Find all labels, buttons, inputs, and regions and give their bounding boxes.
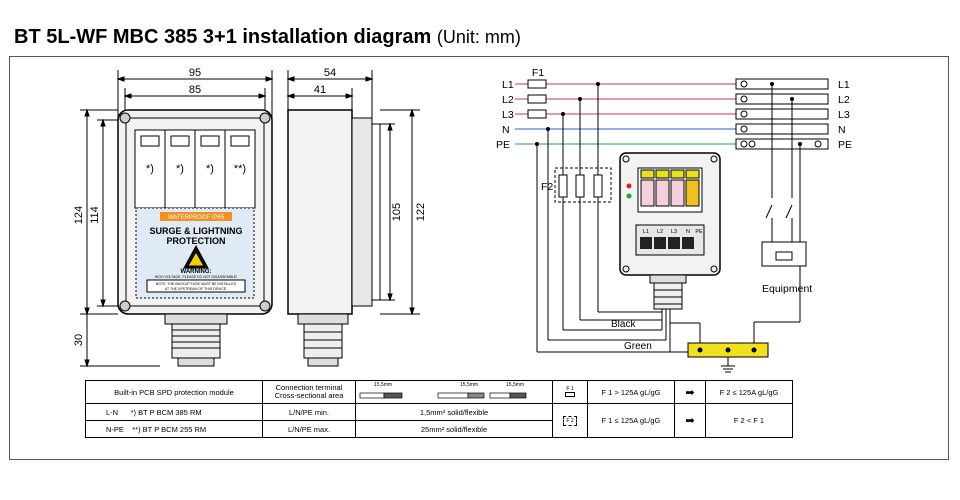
rule1-right: F 2 ≤ 125A gL/gG (705, 380, 793, 404)
warning-label: WARNING: (181, 269, 212, 275)
wiring-diagram (515, 78, 829, 373)
strip-length-2: 15,5mm (460, 382, 479, 388)
strip-length-3: 15,5mm (506, 382, 525, 388)
bus-label-right-l1: L1 (838, 79, 850, 91)
terminal-n: N (686, 229, 690, 235)
bus-label-right-l3: L3 (838, 109, 850, 121)
bus-label-left-l2: L2 (502, 94, 514, 106)
rule1-left: F 1 > 125A gL/gG (587, 380, 675, 404)
module-mark-2: *) (176, 163, 184, 175)
bus-label-right-l2: L2 (838, 94, 850, 106)
wiring-text: F1 L1 L2 L3 N PE L1 L2 L3 N PE F2 L1 L2 … (496, 67, 852, 352)
rule2-right: F 2 < F 1 (705, 403, 793, 438)
row2-terminal: L/N/PE max. (262, 420, 356, 438)
row2-type: N-PE (106, 424, 124, 434)
row2-model: **) BT P BCM 255 RM (132, 424, 207, 434)
strip-lengths: 15,5mm 15,5mm 15,5mm (355, 380, 553, 404)
dim-114-label: 114 (89, 206, 101, 224)
bus-label-right-pe: PE (838, 139, 852, 151)
row1-module: L-N *) BT P BCM 385 RM (85, 403, 263, 421)
row2-module: N-PE **) BT P BCM 255 RM (85, 420, 263, 438)
f1-symbol-label: F 1 (566, 385, 574, 392)
rule1-arrow: ➡ (674, 380, 706, 404)
label-line1: SURGE & LIGHTNING (149, 226, 242, 236)
title-main: BT 5L-WF MBC 385 3+1 installation diagra… (14, 26, 432, 48)
dim-124-label: 124 (73, 206, 85, 224)
bus-label-left-l3: L3 (502, 109, 514, 121)
front-view-text: 95 85 124 114 30 *) *) *) **) WATERPROOF… (73, 67, 246, 346)
label-line2: PROTECTION (166, 236, 225, 246)
row1-model: *) BT P BCM 385 RM (130, 407, 202, 417)
header-module: Built-in PCB SPD protection module (85, 380, 263, 404)
page-title: BT 5L-WF MBC 385 3+1 installation diagra… (14, 26, 521, 49)
row1-terminal: L/N/PE min. (262, 403, 356, 421)
f2-label: F2 (541, 181, 553, 193)
strip-length-1: 15,5mm (374, 382, 393, 388)
header-terminal-line1: Connection terminal (275, 383, 343, 392)
dim-30-label: 30 (73, 334, 85, 346)
diagram-frame (9, 56, 949, 460)
wire-strip-sketch (359, 392, 527, 399)
dim-122-label: 122 (415, 203, 427, 221)
dim-85-label: 85 (189, 84, 201, 96)
module-mark-4: **) (234, 163, 246, 175)
fuse-symbol (565, 391, 575, 397)
rule2-left: F 1 ≤ 125A gL/gG (587, 403, 675, 438)
dim-105-label: 105 (391, 203, 403, 221)
f1-label: F1 (532, 67, 544, 79)
side-view (286, 70, 420, 367)
row2-area: 25mm² solid/flexible (355, 420, 553, 438)
title-unit: (Unit: mm) (436, 27, 521, 47)
f1-symbol-cell: F 1 (552, 380, 588, 404)
front-view (80, 70, 274, 368)
warning-text: HIGH VOLTAGE, PLEASE DO NOT DISASSEMBLE! (155, 275, 237, 279)
dim-54-label: 54 (324, 67, 336, 79)
green-wire-label: Green (624, 341, 652, 352)
bus-label-left-pe: PE (496, 139, 510, 151)
module-mark-3: *) (206, 163, 214, 175)
note-line1: NOTE: THE BACKUP FUSE MUST BE INSTALLED (156, 282, 237, 286)
terminal-pe: PE (695, 229, 703, 235)
bus-label-left-n: N (502, 124, 510, 136)
terminal-l2: L2 (657, 229, 663, 235)
rule2-arrow: ➡ (674, 403, 706, 438)
note-line2: AT THE UPSTREAM OF THIS DEVICE. (165, 287, 227, 291)
side-view-text: 54 41 105 122 (314, 67, 427, 221)
row1-type: L-N (106, 407, 119, 417)
terminal-l3: L3 (671, 229, 677, 235)
terminal-l1: L1 (643, 229, 649, 235)
header-terminal-line2: Cross-sectional area (274, 391, 344, 400)
bus-label-right-n: N (838, 124, 846, 136)
dim-95-label: 95 (189, 67, 201, 79)
f2-symbol-cell: F 2 (552, 403, 588, 438)
module-mark-1: *) (146, 163, 154, 175)
spec-table: Built-in PCB SPD protection module Conne… (85, 380, 793, 438)
dim-41-label: 41 (314, 84, 326, 96)
row1-area: 1,5mm² solid/flexible (355, 403, 553, 421)
equipment-label: Equipment (762, 283, 812, 295)
f2-symbol-label: F 2 (563, 415, 577, 426)
black-wire-label: Black (611, 319, 636, 330)
bus-label-left-l1: L1 (502, 79, 514, 91)
waterproof-label: WATERPROOF IP65 (168, 215, 225, 221)
